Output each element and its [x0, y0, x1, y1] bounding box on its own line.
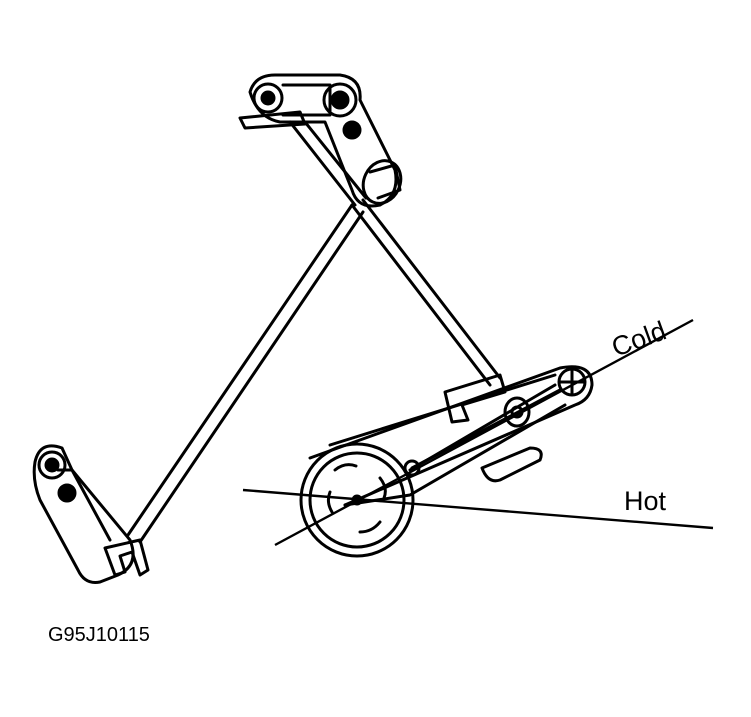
long-control-cable [126, 203, 365, 544]
lower-left-pulley-hub-icon [44, 457, 60, 473]
lower-left-pulley-icon [37, 450, 67, 480]
upper-left-pulley-icon [252, 82, 284, 114]
cam-wheel-icon [299, 442, 415, 558]
upper-left-pulley-hub-icon [260, 90, 276, 106]
upper-right-pulley-hub-icon [330, 90, 350, 110]
cam-wheel-inner-ring-icon [308, 451, 406, 549]
upper-right-pulley-icon [322, 82, 358, 118]
figure-code: G95J10115 [48, 624, 150, 646]
lower-left-idler-icon [57, 483, 77, 503]
hot-position-line [242, 488, 714, 530]
upper-cable-clamp-icon [361, 159, 403, 205]
cold-position-line [274, 318, 694, 547]
temperature-cam-assembly [308, 365, 594, 507]
cam-link-rod [410, 388, 562, 470]
hot-label: Hot [624, 486, 667, 516]
cold-label: Cold [608, 315, 670, 362]
upper-pulley-bracket [238, 73, 398, 208]
upper-idler-icon [342, 120, 362, 140]
cam-wheel-slots-icon [326, 463, 387, 534]
temperature-control-cable [350, 198, 502, 387]
cam-cable-end-icon [503, 396, 531, 428]
